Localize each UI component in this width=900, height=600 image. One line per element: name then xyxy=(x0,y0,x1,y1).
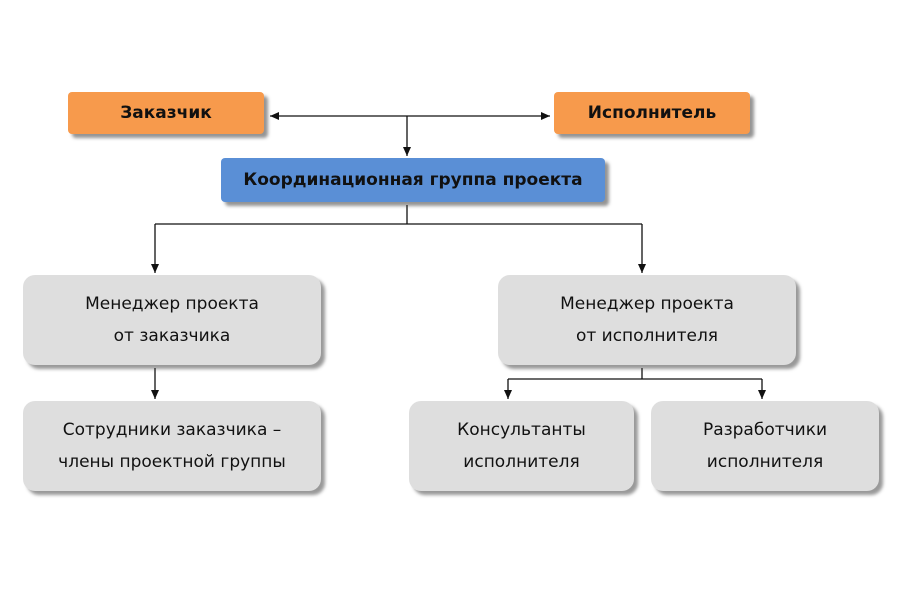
developers-line2: исполнителя xyxy=(706,452,824,472)
customer-box: Заказчик xyxy=(68,92,264,134)
customer-staff-line2: члены проектной группы xyxy=(58,452,286,472)
developers-box: Разработчики исполнителя xyxy=(651,401,879,491)
coordination-group-box: Координационная группа проекта xyxy=(221,158,605,202)
pm-contractor-box: Менеджер проекта от исполнителя xyxy=(498,275,796,365)
consultants-line1: Консультанты xyxy=(457,420,586,440)
consultants-box: Консультанты исполнителя xyxy=(409,401,634,491)
coordination-group-label: Координационная группа проекта xyxy=(243,170,583,190)
pm-customer-line1: Менеджер проекта xyxy=(85,294,259,314)
pm-contractor-line1: Менеджер проекта xyxy=(560,294,734,314)
customer-label: Заказчик xyxy=(120,103,212,123)
contractor-box: Исполнитель xyxy=(554,92,750,134)
consultants-line2: исполнителя xyxy=(463,452,580,472)
pm-customer-box: Менеджер проекта от заказчика xyxy=(23,275,321,365)
contractor-label: Исполнитель xyxy=(587,103,717,123)
customer-staff-box: Сотрудники заказчика – члены проектной г… xyxy=(23,401,321,491)
pm-contractor-line2: от исполнителя xyxy=(575,326,719,346)
developers-line1: Разработчики xyxy=(702,420,828,440)
customer-staff-line1: Сотрудники заказчика – xyxy=(62,420,282,440)
pm-customer-line2: от заказчика xyxy=(113,326,231,346)
